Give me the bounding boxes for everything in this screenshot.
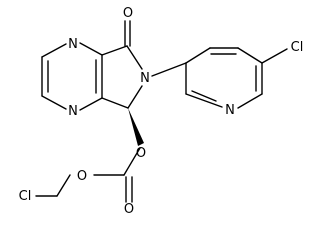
bond (79, 97, 103, 111)
atom-label-chlorine-pyridine: Cl (291, 40, 304, 55)
bond (123, 147, 141, 176)
atom-label-nitrogen-lactam: N (140, 71, 150, 86)
atom-label-nitrogen-pyridine: N (225, 103, 235, 118)
bond (101, 45, 128, 56)
atom-label-chlorine-chloromethyl: Cl (19, 189, 32, 204)
atom-label-oxygen-ester: O (136, 146, 146, 161)
stereo-wedge-bond (128, 108, 144, 146)
bond (101, 97, 129, 109)
bond (185, 93, 223, 108)
atom-label-oxygen-carbonate: O (124, 202, 134, 217)
atom-label-nitrogen-pyrazine-2: N (68, 104, 78, 119)
bond (126, 45, 143, 70)
bond (79, 42, 103, 56)
bond (261, 48, 288, 64)
bond (237, 47, 263, 64)
bond (151, 62, 187, 77)
bond (185, 47, 211, 64)
atom-label-oxygen-carbonyl-top: O (123, 6, 133, 21)
bond (237, 93, 263, 109)
bond (56, 174, 71, 197)
atom-labels: O N N N N Cl O O O Cl (19, 6, 304, 217)
atom-label-nitrogen-pyrazine-1: N (68, 37, 78, 52)
chemical-structure-diagram: O N N N N Cl O O O Cl (19, 6, 304, 217)
atom-label-oxygen-ether: O (77, 169, 87, 184)
bond (41, 95, 67, 110)
bond (127, 85, 143, 109)
bond (191, 90, 217, 102)
bond (41, 43, 67, 58)
bonds (35, 20, 288, 203)
